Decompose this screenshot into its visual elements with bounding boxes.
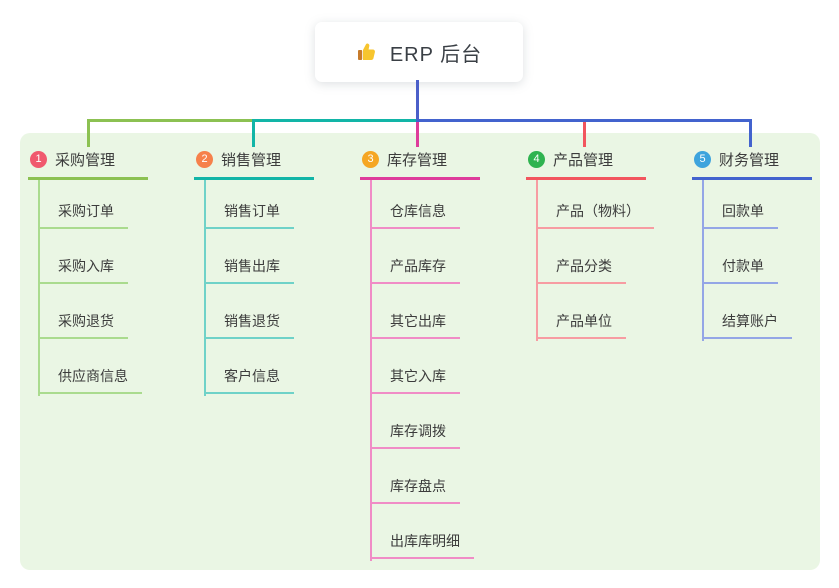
- branch-connector-drop: [416, 122, 419, 147]
- branches-panel: [20, 133, 820, 570]
- child-node[interactable]: 采购订单: [38, 201, 128, 229]
- branch-connector-horizontal: [252, 119, 419, 122]
- branch-connector-drop: [87, 122, 90, 147]
- branch-trunk-line: [38, 180, 40, 396]
- child-node[interactable]: 客户信息: [204, 366, 294, 394]
- child-node[interactable]: 产品分类: [536, 256, 626, 284]
- child-node[interactable]: 付款单: [702, 256, 778, 284]
- thumbs-up-icon: [357, 43, 375, 60]
- branch-node[interactable]: 2 销售管理: [194, 147, 314, 180]
- child-node[interactable]: 产品库存: [370, 256, 460, 284]
- branch-connector-drop: [749, 122, 752, 147]
- child-node[interactable]: 产品单位: [536, 311, 626, 339]
- child-node[interactable]: 其它出库: [370, 311, 460, 339]
- branch-trunk-line: [370, 180, 372, 561]
- branch-node[interactable]: 4 产品管理: [526, 147, 646, 180]
- child-node[interactable]: 结算账户: [702, 311, 792, 339]
- child-node[interactable]: 采购退货: [38, 311, 128, 339]
- branch-trunk-line: [702, 180, 704, 341]
- branch-node-label: 产品管理: [553, 151, 614, 169]
- branch-trunk-line: [536, 180, 538, 341]
- branch-connector-drop: [252, 122, 255, 147]
- child-node[interactable]: 销售出库: [204, 256, 294, 284]
- child-node[interactable]: 库存调拨: [370, 421, 460, 449]
- child-node[interactable]: 回款单: [702, 201, 778, 229]
- branch-node-label: 采购管理: [55, 151, 116, 169]
- branch-node[interactable]: 3 库存管理: [360, 147, 480, 180]
- branch-number-badge: 2: [196, 150, 213, 168]
- branch-number-badge: 4: [528, 150, 545, 168]
- branch-connector-horizontal: [416, 119, 752, 122]
- branch-node-label: 库存管理: [387, 151, 448, 169]
- root-node-label: ERP 后台: [389, 43, 483, 66]
- child-node[interactable]: 仓库信息: [370, 201, 460, 229]
- child-node[interactable]: 采购入库: [38, 256, 128, 284]
- child-node[interactable]: 供应商信息: [38, 366, 142, 394]
- branch-trunk-line: [204, 180, 206, 396]
- child-node[interactable]: 库存盘点: [370, 476, 460, 504]
- child-node[interactable]: 产品（物料）: [536, 201, 654, 229]
- child-node[interactable]: 销售退货: [204, 311, 294, 339]
- branch-number-badge: 3: [362, 150, 379, 168]
- child-node[interactable]: 出库库明细: [370, 531, 474, 559]
- branch-number-badge: 5: [694, 150, 711, 168]
- root-connector-line: [416, 80, 419, 122]
- branch-number-badge: 1: [30, 150, 47, 168]
- branch-connector-drop: [583, 122, 586, 147]
- root-node[interactable]: ERP 后台: [315, 22, 523, 82]
- branch-node-label: 财务管理: [719, 151, 780, 169]
- branch-node-label: 销售管理: [221, 151, 282, 169]
- branch-node[interactable]: 5 财务管理: [692, 147, 812, 180]
- child-node[interactable]: 销售订单: [204, 201, 294, 229]
- branch-node[interactable]: 1 采购管理: [28, 147, 148, 180]
- child-node[interactable]: 其它入库: [370, 366, 460, 394]
- branch-connector-horizontal: [87, 119, 255, 122]
